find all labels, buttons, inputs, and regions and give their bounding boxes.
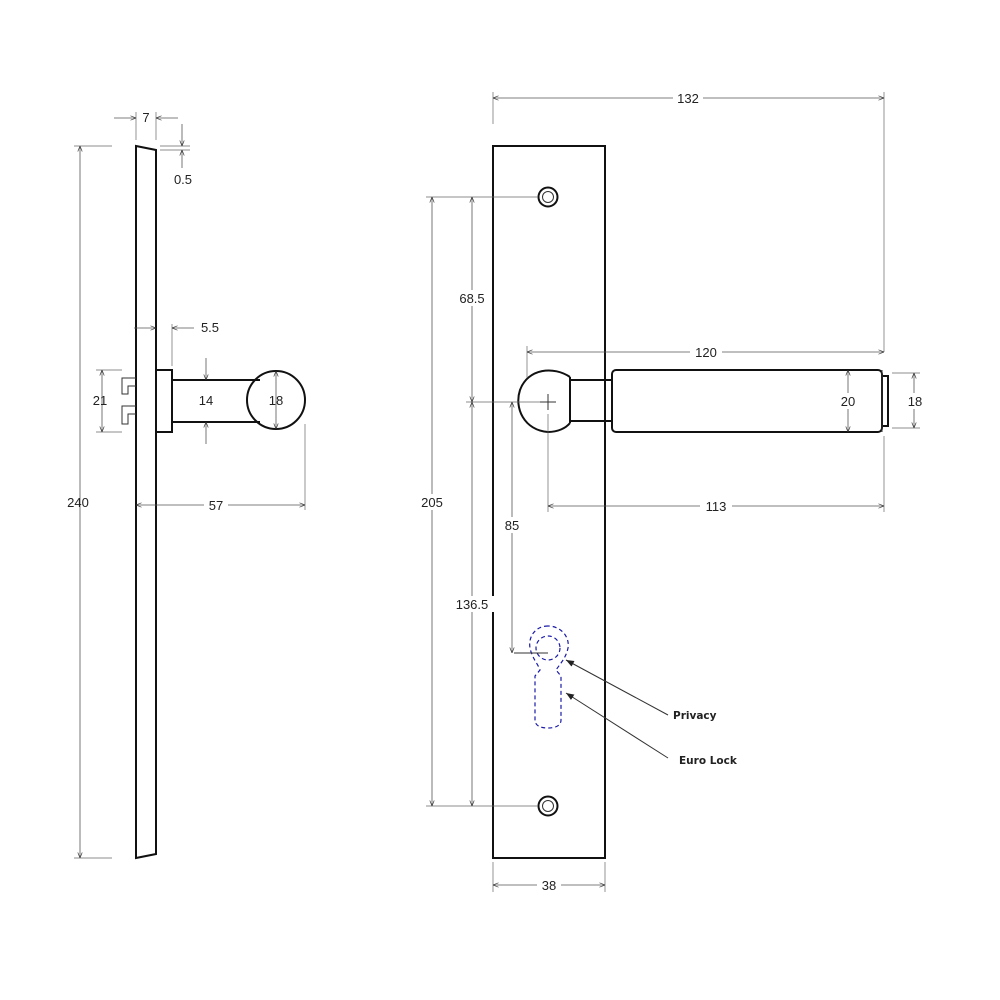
- dim-overall-width: 132: [677, 91, 699, 106]
- dim-height: 240: [67, 495, 89, 510]
- dim-top-to-spindle: 68.5: [459, 291, 484, 306]
- front-plate-outline: [492, 145, 606, 859]
- dim-fixing-height: 21: [93, 393, 107, 408]
- dim-grip-diameter: 18: [269, 393, 283, 408]
- dim-fixing-centres: 205: [421, 495, 443, 510]
- dim-taper: 0.5: [174, 172, 192, 187]
- dim-plate-width: 38: [542, 878, 556, 893]
- dim-end-diameter: 18: [908, 394, 922, 409]
- front-view: Privacy Euro Lock 132 38 205 68.5 136.5 …: [416, 89, 926, 893]
- lever-neck: [569, 377, 612, 423]
- dim-projection: 57: [209, 498, 223, 513]
- side-plate-outline: [135, 144, 157, 860]
- lock-cutout: [514, 625, 569, 729]
- dim-centres: 85: [505, 518, 519, 533]
- side-lever-shank: [172, 379, 260, 423]
- euro-lock-label: Euro Lock: [679, 755, 738, 767]
- bottom-fixing-hole: [537, 795, 559, 817]
- top-fixing-hole: [537, 186, 559, 208]
- side-rose: [155, 369, 173, 433]
- dim-grip-diameter-front: 20: [841, 394, 855, 409]
- dim-grip-length: 113: [706, 499, 727, 514]
- privacy-leader: [565, 659, 669, 716]
- euro-lock-cutout: [529, 625, 569, 729]
- dim-plate-thickness: 7: [142, 110, 149, 125]
- side-clip-detail: [128, 385, 136, 415]
- privacy-cutout: [535, 635, 561, 661]
- dim-rose-projection: 5.5: [201, 320, 219, 335]
- lever-rose: [517, 369, 571, 434]
- dim-lever-depth: 14: [199, 393, 213, 408]
- privacy-label: Privacy: [673, 710, 717, 722]
- lever-end-cap: [882, 375, 889, 427]
- side-view: 7 0.5 240 5.5 14 18 21 57: [67, 110, 306, 860]
- side-fixing-clip-bottom: [121, 405, 136, 425]
- euro-lock-leader: [565, 692, 669, 759]
- dim-lever-length: 120: [695, 345, 717, 360]
- dim-spindle-to-bottom: 136.5: [456, 597, 489, 612]
